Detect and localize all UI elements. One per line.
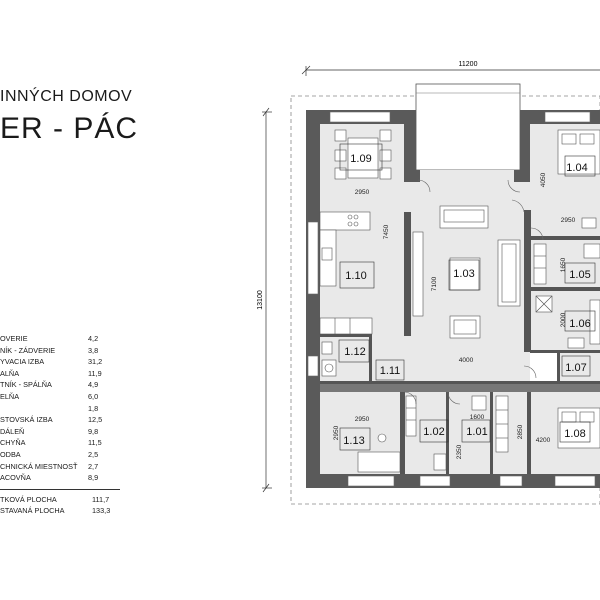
legend-row: 1,8 bbox=[0, 403, 120, 415]
room-label-1-11: 1.11 bbox=[380, 365, 401, 377]
windows bbox=[307, 111, 596, 487]
overall-depth-label: 13100 bbox=[257, 290, 264, 310]
dim-2950-bedroom: 2950 bbox=[561, 217, 576, 224]
legend-total-row: STAVANÁ PLOCHA 133,3 bbox=[0, 505, 120, 516]
legend-row: TNÍK - SPÁLŇA 4,9 bbox=[0, 379, 120, 391]
room-label-1-13: 1.13 bbox=[343, 435, 364, 447]
room-label-1-04: 1.04 bbox=[566, 162, 587, 174]
coffee-table bbox=[449, 257, 481, 291]
legend-total-row: TKOVÁ PLOCHA 111,7 bbox=[0, 494, 120, 505]
dim-7450: 7450 bbox=[383, 224, 390, 239]
room-label-1-05: 1.05 bbox=[569, 269, 590, 281]
legend-row: CHNICKÁ MIESTNOSŤ 2,7 bbox=[0, 461, 120, 473]
room-label-1-07: 1.07 bbox=[565, 362, 586, 374]
legend-room-area: 2,5 bbox=[88, 449, 99, 459]
tv-unit bbox=[412, 231, 424, 317]
overall-depth-dimension bbox=[262, 107, 272, 493]
room-label-1-06: 1.06 bbox=[569, 318, 590, 330]
legend-room-area: 12,5 bbox=[88, 415, 103, 425]
legend-room-name: CHNICKÁ MIESTNOSŤ bbox=[0, 461, 78, 471]
legend-total-name: STAVANÁ PLOCHA bbox=[0, 505, 65, 515]
room-label-1-03: 1.03 bbox=[453, 268, 474, 280]
legend-room-area: 3,8 bbox=[88, 345, 99, 355]
legend-room-name: DÁLEŇ bbox=[0, 426, 25, 436]
plan-subtitle: INNÝCH DOMOV bbox=[0, 88, 133, 105]
legend-room-area: 2,7 bbox=[88, 461, 99, 471]
legend-row: STOVSKÁ IZBA 12,5 bbox=[0, 414, 120, 426]
room-label-1-02: 1.02 bbox=[423, 426, 444, 438]
legend-room-name: TNÍK - SPÁLŇA bbox=[0, 380, 52, 390]
legend-room-area: 11,9 bbox=[88, 368, 102, 378]
legend-row: ACOVŇA 8,9 bbox=[0, 472, 120, 484]
dining-table bbox=[347, 137, 379, 179]
dim-4000: 4000 bbox=[459, 357, 474, 364]
legend-divider bbox=[0, 488, 120, 490]
legend-row: ODBA 2,5 bbox=[0, 449, 120, 461]
legend-room-area: 8,9 bbox=[88, 473, 99, 483]
wardrobe-105 bbox=[533, 243, 547, 285]
room-label-boxes bbox=[338, 143, 596, 451]
dim-1600: 1600 bbox=[470, 414, 485, 421]
room-label-1-08: 1.08 bbox=[564, 428, 585, 440]
legend-room-name: NÍK - ZÁDVERIE bbox=[0, 345, 56, 355]
kitchen-counter bbox=[319, 211, 371, 231]
dim-2950-dining: 2950 bbox=[355, 189, 370, 196]
legend-room-area: 6,0 bbox=[88, 391, 99, 401]
legend-room-name: ACOVŇA bbox=[0, 473, 31, 483]
legend-room-name: YVACIA IZBA bbox=[0, 357, 45, 367]
dim-2350: 2350 bbox=[456, 444, 463, 459]
legend-room-name: ODBA bbox=[0, 449, 21, 459]
dim-4050: 4050 bbox=[540, 172, 547, 187]
legend-room-area: 1,8 bbox=[88, 403, 99, 413]
interior-walls bbox=[320, 210, 600, 474]
legend-total-area: 111,7 bbox=[92, 494, 110, 504]
wardrobe-102 bbox=[405, 395, 417, 437]
room-label-1-09: 1.09 bbox=[350, 153, 371, 165]
dim-2000: 2000 bbox=[560, 312, 567, 327]
dim-7100: 7100 bbox=[431, 276, 438, 291]
legend-row: ALŇA 11,9 bbox=[0, 368, 120, 380]
legend-room-area: 9,8 bbox=[88, 426, 99, 436]
dim-2850: 2850 bbox=[517, 424, 524, 439]
legend-row: NÍK - ZÁDVERIE 3,8 bbox=[0, 345, 120, 357]
legend-room-name: STOVSKÁ IZBA bbox=[0, 415, 53, 425]
dim-2950-study-depth: 2950 bbox=[333, 425, 340, 440]
legend-row: DÁLEŇ 9,8 bbox=[0, 426, 120, 438]
legend-row: YVACIA IZBA 31,2 bbox=[0, 356, 120, 368]
legend-room-area: 4,2 bbox=[88, 334, 99, 343]
legend-room-name: ALŇA bbox=[0, 368, 20, 378]
dim-1650: 1650 bbox=[560, 257, 567, 272]
terrace bbox=[415, 83, 521, 171]
legend-room-name: CHYŇA bbox=[0, 438, 26, 448]
legend-room-area: 4,9 bbox=[88, 380, 99, 390]
legend-total-name: TKOVÁ PLOCHA bbox=[0, 494, 57, 504]
legend-room-name: OVERIE bbox=[0, 334, 28, 343]
plan-title: ER - PÁC bbox=[0, 112, 139, 145]
room-label-1-01: 1.01 bbox=[466, 426, 487, 438]
legend-room-area: 11,5 bbox=[88, 438, 102, 448]
legend-row: ELŇA 6,0 bbox=[0, 391, 120, 403]
door-swings bbox=[403, 179, 544, 405]
dim-2950-study-width: 2950 bbox=[355, 416, 370, 423]
room-label-1-12: 1.12 bbox=[344, 346, 365, 358]
legend-room-area: 31,2 bbox=[88, 357, 103, 367]
legend-total-area: 133,3 bbox=[92, 505, 111, 515]
room-label-1-10: 1.10 bbox=[345, 270, 366, 282]
dim-4200: 4200 bbox=[536, 437, 551, 444]
overall-width-dimension bbox=[301, 65, 600, 76]
desk bbox=[357, 451, 401, 473]
legend-room-name: ELŇA bbox=[0, 391, 20, 401]
furniture bbox=[319, 129, 600, 473]
overall-width-label: 11200 bbox=[459, 61, 478, 68]
legend-row: CHYŇA 11,5 bbox=[0, 437, 120, 449]
legend-row: OVERIE 4,2 bbox=[0, 333, 120, 345]
